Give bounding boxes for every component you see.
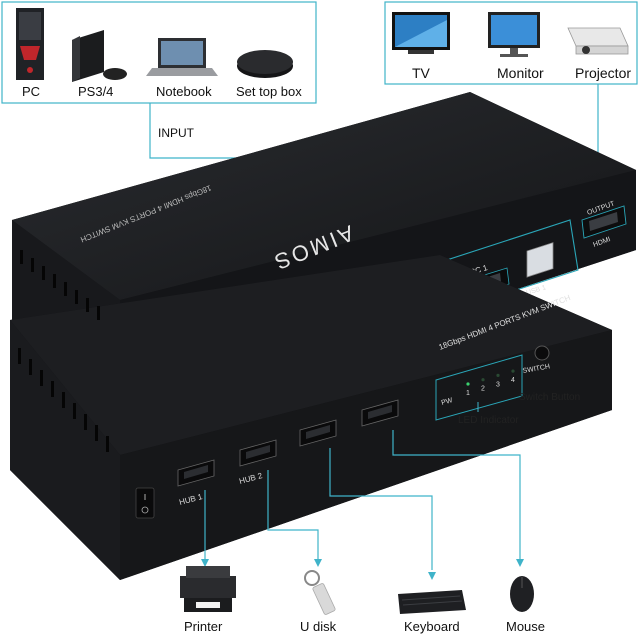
led-numbers: 1 2 3 4: [466, 369, 515, 397]
led-number: 2: [481, 386, 485, 393]
input-device-label-settopbox: Set top box: [236, 84, 302, 99]
laptop-icon: [146, 38, 218, 76]
vent-slot: [86, 298, 89, 312]
monitor-icon: [488, 12, 540, 57]
mouse-line: [392, 430, 521, 565]
hub2-port: [239, 439, 277, 467]
led-indicator-callout: LED Indicator: [458, 415, 519, 426]
output-device-label-tv: TV: [412, 65, 430, 81]
usb-drive-icon: [304, 570, 336, 615]
input-device-label-ps: PS3/4: [78, 84, 114, 99]
output-device-label-projector: Projector: [575, 65, 632, 81]
output-devices-frame: [384, 1, 638, 85]
input-device-label-pc: PC: [22, 84, 41, 99]
vent-slot: [20, 250, 23, 264]
printer-icon: [180, 566, 236, 612]
vent-slot: [97, 306, 100, 320]
kvm-switch-front-unit: [10, 255, 612, 580]
vent-slot: [106, 436, 109, 452]
led-number: 1: [466, 390, 470, 397]
peripheral-label-printer: Printer: [184, 619, 223, 634]
vent-slot: [18, 348, 21, 364]
peripheral-label-mouse: Mouse: [506, 619, 546, 634]
peripheral-label-udisk: U disk: [300, 619, 337, 634]
led-number: 3: [496, 381, 500, 388]
switch-button-callout: Switch Button: [519, 392, 581, 403]
udisk-arrow-icon: [314, 559, 322, 567]
usb-b-port: [526, 242, 554, 278]
led-dot: [496, 373, 500, 377]
peripheral-label-keyboard: Keyboard: [404, 619, 460, 634]
mouse-port: [361, 399, 399, 427]
keyboard-arrow-icon: [428, 572, 436, 580]
udisk-line: [267, 470, 319, 565]
output-device-label-monitor: Monitor: [497, 65, 544, 81]
vent-slot: [53, 274, 56, 288]
set-top-box-icon: [237, 50, 293, 78]
vent-slot: [64, 282, 67, 296]
vent-slot: [42, 266, 45, 280]
tv-icon: [392, 12, 450, 54]
mouse-arrow-icon: [516, 559, 524, 567]
mouse-icon: [510, 576, 534, 612]
hub1-port: [177, 459, 215, 487]
vent-slots: [18, 250, 109, 452]
projector-icon: [567, 27, 629, 55]
switch-label: SWITCH: [522, 363, 550, 375]
keyboard-port: [299, 419, 337, 447]
power-switch[interactable]: [135, 487, 155, 519]
led-dot: [481, 378, 485, 382]
vent-slot: [95, 425, 98, 441]
vent-slot: [84, 414, 87, 430]
vent-slot: [40, 370, 43, 386]
vent-slot: [51, 381, 54, 397]
input-devices-frame: [1, 1, 317, 104]
output-hdmi-port: [581, 205, 627, 239]
vent-slot: [75, 290, 78, 304]
vent-slot: [31, 258, 34, 272]
led-dot: [466, 382, 470, 386]
vent-slot: [73, 403, 76, 419]
led-number: 4: [511, 377, 515, 384]
printer-arrow-icon: [201, 559, 209, 567]
vent-slot: [62, 392, 65, 408]
switch-button[interactable]: [534, 345, 550, 361]
input-group-label: INPUT: [158, 126, 194, 140]
game-console-icon: [72, 30, 127, 82]
input-device-label-notebook: Notebook: [156, 84, 212, 99]
pw-label: PW: [441, 397, 454, 407]
vent-slot: [29, 359, 32, 375]
keyboard-icon: [398, 590, 466, 614]
pc-tower-icon: [16, 8, 44, 80]
led-panel: [435, 354, 523, 421]
keyboard-line: [329, 448, 433, 570]
led-dot: [511, 369, 515, 373]
